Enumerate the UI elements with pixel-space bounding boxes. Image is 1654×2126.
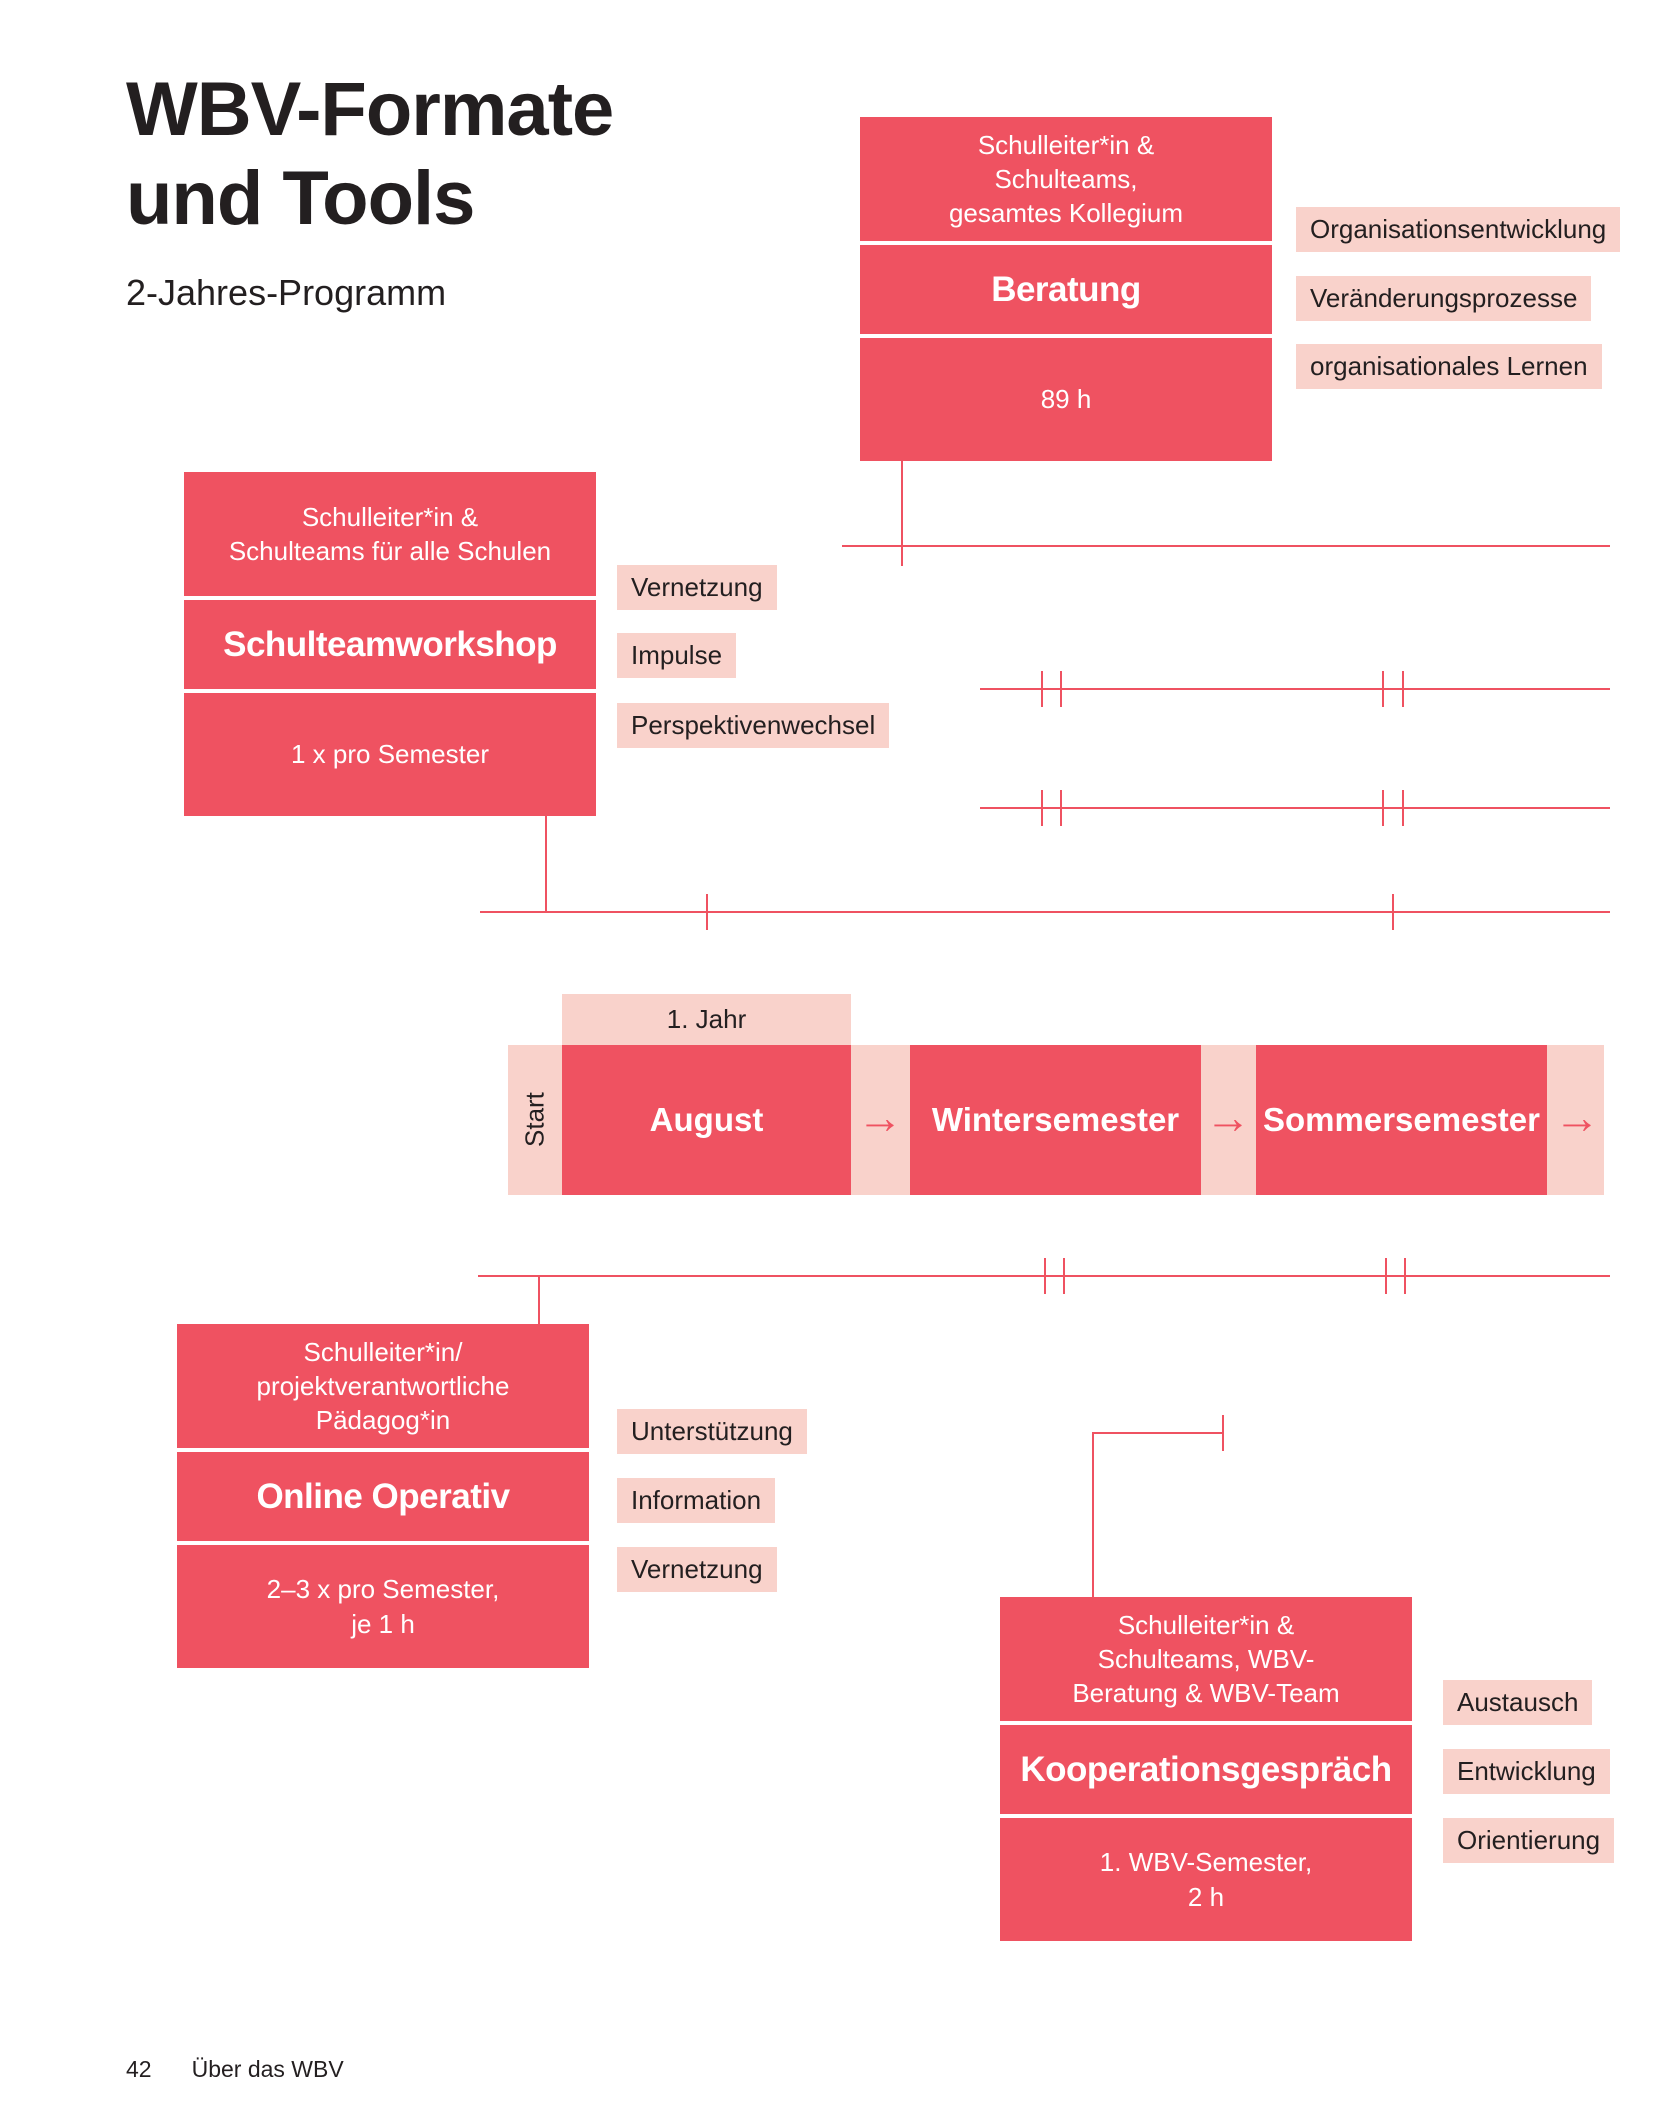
footer-page-number: 42	[126, 2056, 152, 2082]
page-subtitle: 2-Jahres-Programm	[126, 272, 447, 313]
card-title: Beratung	[860, 245, 1272, 338]
card-frequency: 1 x pro Semester	[291, 739, 489, 769]
page-title: WBV-Formate und Tools	[126, 67, 614, 241]
connector-hline	[980, 688, 1610, 690]
tick-mark	[1060, 790, 1062, 826]
tag-chip: Veränderungsprozesse	[1296, 276, 1592, 321]
footer-section-title: Über das WBV	[191, 2056, 344, 2082]
tick-mark	[1385, 1258, 1387, 1294]
tick-mark	[1382, 671, 1384, 707]
connector-vline	[901, 461, 903, 566]
connector-vline	[538, 1275, 540, 1324]
card-frequency: 1. WBV-Semester, 2 h	[1099, 1846, 1313, 1912]
connector-hline	[980, 807, 1610, 809]
tag-chip: Organisationsentwicklung	[1296, 207, 1621, 252]
timeline-year-label: 1. Jahr	[562, 994, 851, 1045]
page-footer: 42 Über das WBV	[126, 2056, 344, 2083]
tick-mark	[1402, 671, 1404, 707]
tag-chip: Unterstützung	[617, 1409, 807, 1454]
tick-mark	[706, 894, 708, 930]
program-card-schulteamworkshop: Schulleiter*in & Schulteams für alle Sch…	[184, 472, 596, 816]
tag-chip: Entwicklung	[1443, 1749, 1610, 1794]
tag-chip: Austausch	[1443, 1680, 1593, 1725]
tag-chip: organisationales Lernen	[1296, 344, 1602, 389]
card-audience: Schulleiter*in & Schulteams für alle Sch…	[184, 472, 596, 600]
timeline-start-label: Start	[519, 1092, 550, 1148]
card-title: Schulteamworkshop	[184, 600, 596, 693]
program-card-kooperationsgespraech: Schulleiter*in & Schulteams, WBV- Beratu…	[1000, 1597, 1412, 1941]
card-audience: Schulleiter*in & Schulteams, gesamtes Ko…	[860, 117, 1272, 245]
tick-mark	[1041, 790, 1043, 826]
tick-mark	[1222, 1415, 1224, 1451]
tick-mark	[1060, 671, 1062, 707]
connector-hline	[480, 911, 1610, 913]
connector-vline	[545, 816, 547, 912]
tag-chip: Vernetzung	[617, 565, 777, 610]
timeline-stage-august: August	[562, 1045, 851, 1195]
program-card-beratung: Schulleiter*in & Schulteams, gesamtes Ko…	[860, 117, 1272, 461]
connector-hline	[842, 545, 1610, 547]
tick-mark	[1044, 1258, 1046, 1294]
card-audience: Schulleiter*in & Schulteams, WBV- Beratu…	[1000, 1597, 1412, 1725]
timeline-stage-sommersemester: Sommersemester	[1256, 1045, 1547, 1195]
tick-mark	[1041, 671, 1043, 707]
card-audience: Schulleiter*in/ projektverantwortliche P…	[177, 1324, 589, 1452]
tag-chip: Perspektivenwechsel	[617, 703, 890, 748]
timeline-stage-wintersemester: Wintersemester	[910, 1045, 1201, 1195]
card-frequency: 2–3 x pro Semester, je 1 h	[266, 1573, 500, 1639]
tag-chip: Vernetzung	[617, 1547, 777, 1592]
tag-chip: Information	[617, 1478, 776, 1523]
tag-chip: Impulse	[617, 633, 737, 678]
tick-mark	[1392, 894, 1394, 930]
tick-mark	[1382, 790, 1384, 826]
connector-vline	[1092, 1432, 1094, 1597]
arrow-right-icon: →	[1554, 1091, 1600, 1143]
tick-mark	[1063, 1258, 1065, 1294]
program-card-online-operativ: Schulleiter*in/ projektverantwortliche P…	[177, 1324, 589, 1668]
connector-hline	[1092, 1432, 1224, 1434]
tag-chip: Orientierung	[1443, 1818, 1615, 1863]
card-title: Online Operativ	[177, 1452, 589, 1545]
tick-mark	[1404, 1258, 1406, 1294]
arrow-right-icon: →	[857, 1091, 903, 1143]
tick-mark	[1402, 790, 1404, 826]
card-frequency: 89 h	[1040, 384, 1092, 414]
arrow-right-icon: →	[1205, 1091, 1251, 1143]
card-title: Kooperationsgespräch	[1000, 1725, 1412, 1818]
